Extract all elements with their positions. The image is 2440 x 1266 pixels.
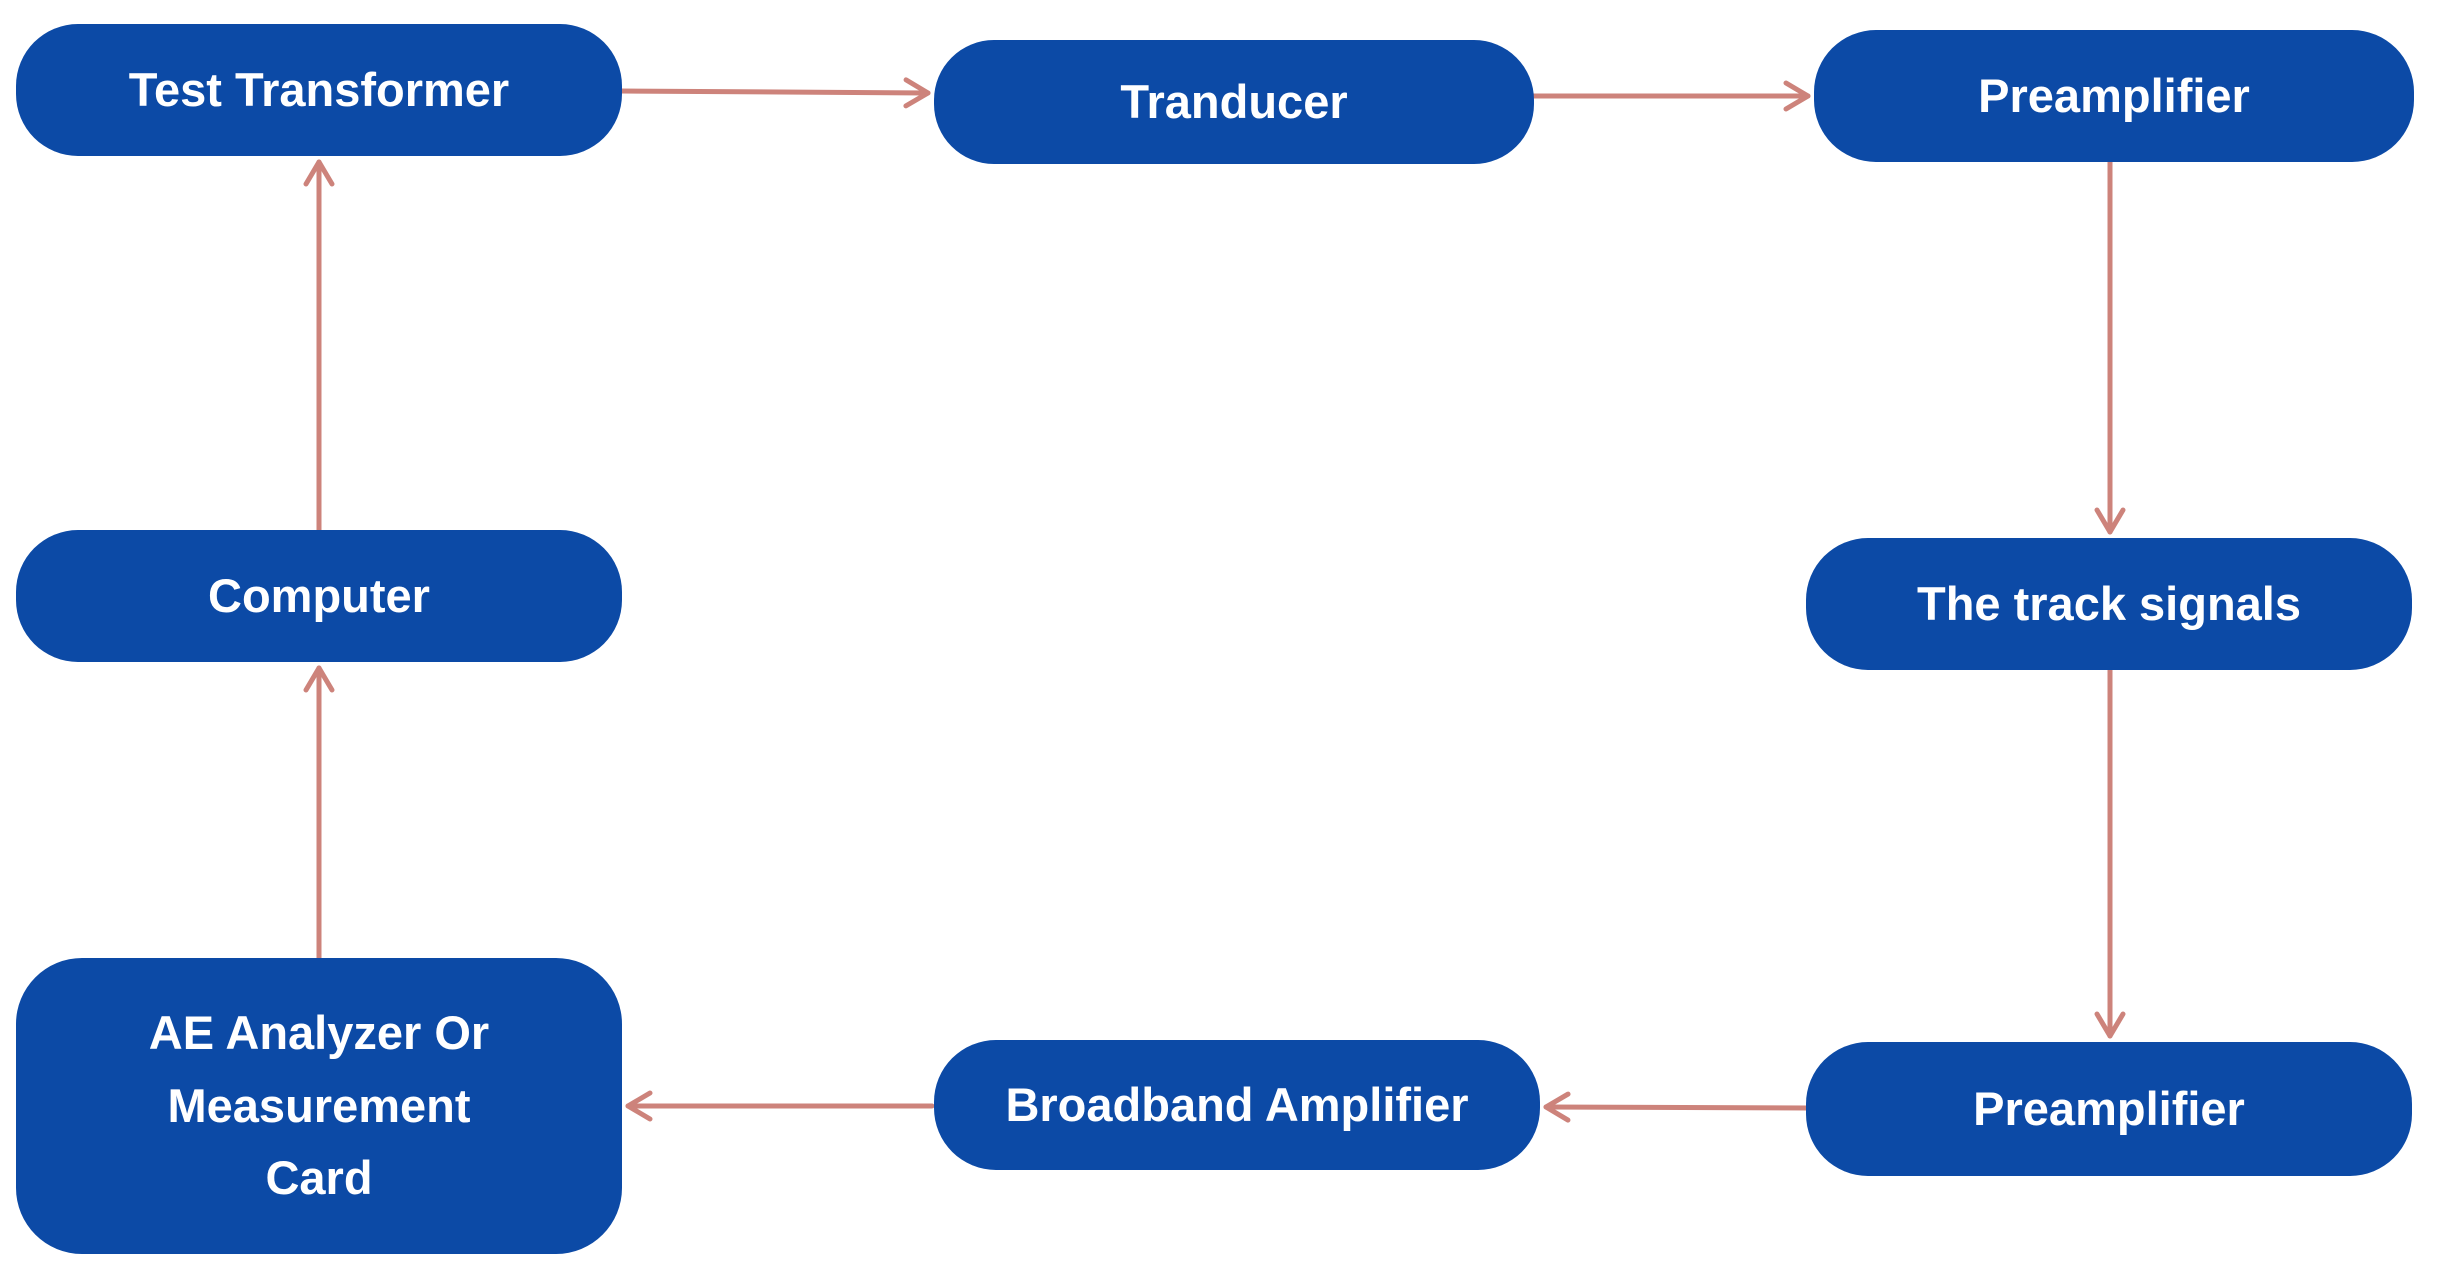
edge-test-transformer-to-tranducer (617, 77, 931, 109)
node-test-transformer-label: Test Transformer (128, 62, 510, 116)
node-broadband-amplifier: Broadband Amplifier (934, 1040, 1540, 1170)
node-broadband-amplifier-label: Broadband Amplifier (1005, 1077, 1469, 1131)
node-preamplifier-bottom: Preamplifier (1806, 1042, 2412, 1176)
edge-preamplifier-bottom-to-broadband-amplifier (1543, 1091, 1811, 1123)
node-track-signals: The track signals (1806, 538, 2412, 670)
node-ae-analyzer: AE Analyzer Or Measurement Card (16, 958, 622, 1254)
node-preamplifier-top-label: Preamplifier (1978, 68, 2250, 122)
node-computer-label: Computer (208, 568, 430, 622)
node-ae-analyzer-label: AE Analyzer Or Measurement Card (148, 1005, 490, 1205)
node-preamplifier-top: Preamplifier (1814, 30, 2414, 162)
node-track-signals-label: The track signals (1917, 576, 2301, 630)
node-test-transformer: Test Transformer (16, 24, 622, 156)
node-tranducer: Tranducer (934, 40, 1534, 164)
node-tranducer-label: Tranducer (1120, 74, 1348, 128)
node-computer: Computer (16, 530, 622, 662)
node-preamplifier-bottom-label: Preamplifier (1973, 1081, 2245, 1135)
